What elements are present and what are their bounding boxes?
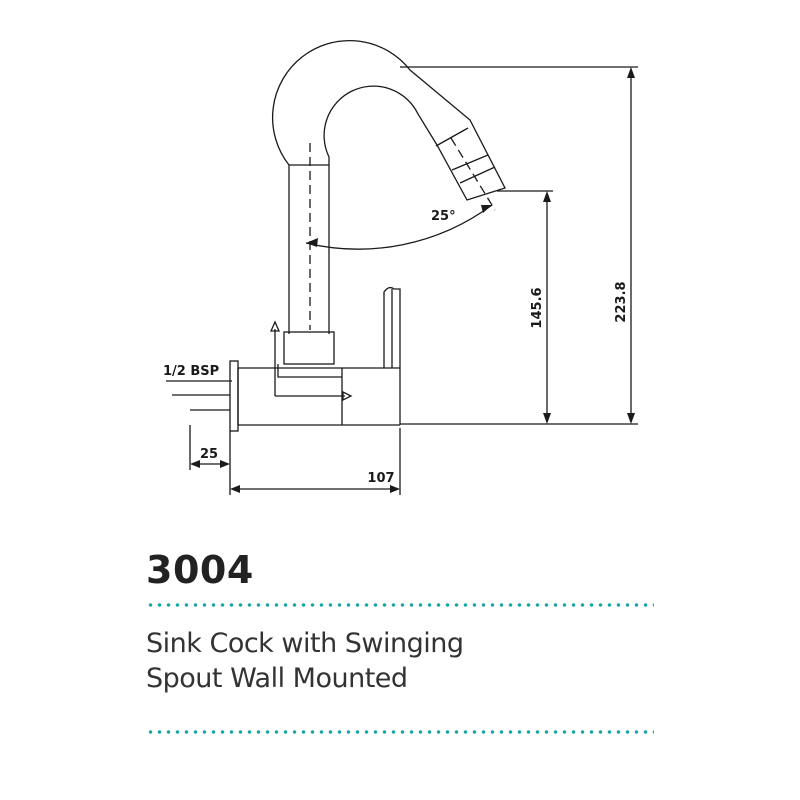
- wall-flange: [229, 360, 239, 432]
- lever-handle: [383, 286, 401, 368]
- spout-outline: [271, 39, 506, 334]
- angle-label: 25°: [431, 209, 456, 224]
- angle-arc: [305, 204, 493, 250]
- dim-flange-depth: 25: [200, 447, 218, 462]
- product-description: Sink Cock with Swinging Spout Wall Mount…: [146, 626, 464, 696]
- description-line-2: Spout Wall Mounted: [146, 663, 408, 694]
- body-step: [277, 364, 342, 378]
- divider-bottom: [146, 730, 654, 734]
- thread-label: 1/2 BSP: [163, 364, 219, 379]
- spout: [271, 39, 506, 334]
- description-line-1: Sink Cock with Swinging: [146, 628, 464, 659]
- product-code: 3004: [146, 548, 254, 592]
- dim-spout-height: 145.6: [530, 287, 545, 328]
- dim-projection: 107: [367, 471, 394, 486]
- inlet-pipe: [172, 394, 230, 411]
- divider-top: [146, 603, 654, 607]
- spout-collar: [283, 331, 335, 365]
- dim-overall-height: 223.8: [614, 281, 629, 322]
